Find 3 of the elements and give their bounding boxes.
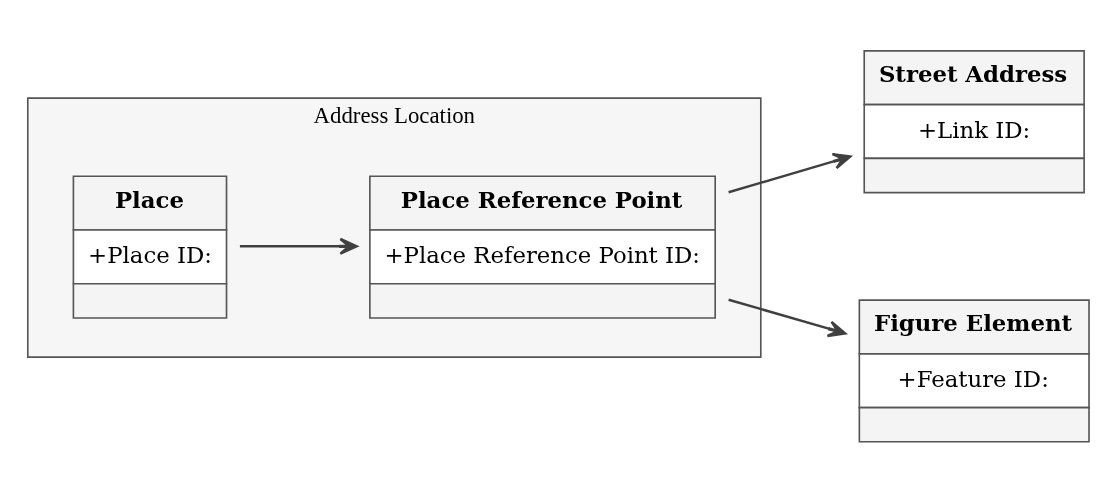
arrow xyxy=(728,152,852,193)
arrow xyxy=(728,298,847,337)
arrow xyxy=(239,237,358,255)
